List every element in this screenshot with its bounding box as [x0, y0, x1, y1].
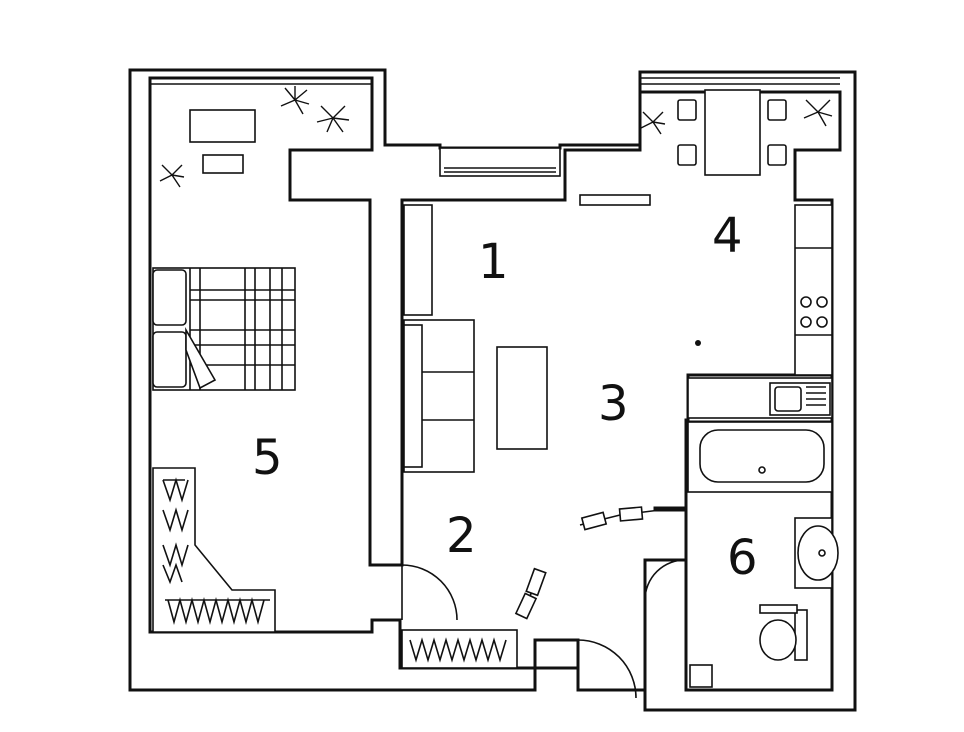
bathtub-icon — [687, 421, 833, 493]
room-number-3: 3 — [598, 376, 629, 432]
sink-icon — [769, 382, 831, 416]
door-icon — [401, 506, 687, 699]
bed-icon — [152, 267, 296, 391]
bathroom-furniture — [687, 421, 839, 688]
living-furniture — [403, 319, 701, 473]
washbasin-icon — [794, 517, 839, 589]
table-icon — [496, 346, 548, 450]
room-number-4: 4 — [712, 208, 743, 264]
windows — [150, 77, 840, 316]
room-number-2: 2 — [446, 508, 477, 564]
chair-icon — [677, 99, 787, 166]
sofa-icon — [403, 319, 475, 473]
room-number-6: 6 — [727, 530, 758, 586]
plant-icon — [159, 86, 833, 188]
room-number-5: 5 — [252, 430, 283, 486]
toilet-icon — [759, 609, 808, 661]
table-icon — [704, 89, 761, 176]
bedroom-furniture — [152, 109, 296, 633]
outer-walls — [128, 68, 857, 712]
radiator-icon — [401, 629, 518, 669]
wardrobe-icon — [152, 467, 276, 633]
radiator-icon — [579, 194, 651, 206]
table-icon — [189, 109, 256, 143]
kitchen-furniture — [677, 89, 833, 419]
room-number-1: 1 — [478, 234, 509, 290]
stove-icon — [800, 296, 828, 328]
